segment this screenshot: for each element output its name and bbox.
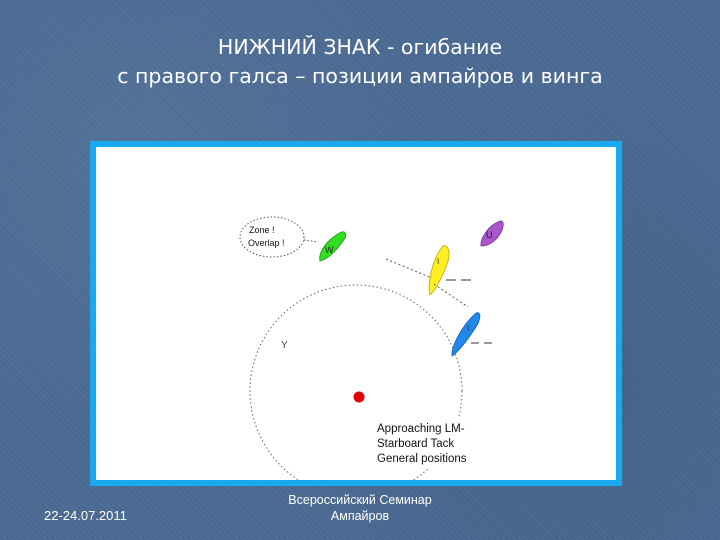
label-i-yellow: I [437, 257, 439, 266]
course-line-upper [385, 258, 433, 279]
green-boat-w [319, 231, 347, 262]
rounding-diagram: Zone ! Overlap ! W U I I Y [239, 216, 504, 480]
label-u: U [486, 230, 493, 240]
bubble-pointer [303, 239, 319, 243]
slide-title-line1: НИЖНИЙ ЗНАК - огибание [217, 35, 503, 59]
caption-line2: Starboard Tack [377, 438, 454, 450]
zone-circle [249, 284, 463, 480]
speech-bubble [239, 216, 305, 258]
footer-seminar: Всероссийский Семинар [288, 493, 432, 507]
label-i-blue: I [467, 324, 469, 333]
leeward-mark [353, 391, 365, 403]
bubble-text-overlap: Overlap ! [248, 238, 285, 248]
footer-date: 22-24.07.2011 [44, 508, 127, 523]
caption-line3: General positions [377, 453, 467, 465]
bubble-text-zone: Zone ! [249, 225, 275, 235]
course-line-lower [433, 283, 469, 308]
label-y: Y [281, 340, 288, 351]
caption-background [374, 418, 494, 468]
caption-line1: Approaching LM- [377, 423, 465, 435]
purple-boat-u [480, 220, 504, 247]
blue-boat [451, 312, 481, 357]
yellow-boat [428, 245, 450, 296]
label-w: W [325, 245, 334, 255]
diagram-frame: Zone ! Overlap ! W U I I Y [90, 141, 622, 486]
footer-umpires: Ампайров [330, 509, 390, 523]
slide-title-line2: с правого галса – позиции ампайров и вин… [117, 64, 603, 88]
